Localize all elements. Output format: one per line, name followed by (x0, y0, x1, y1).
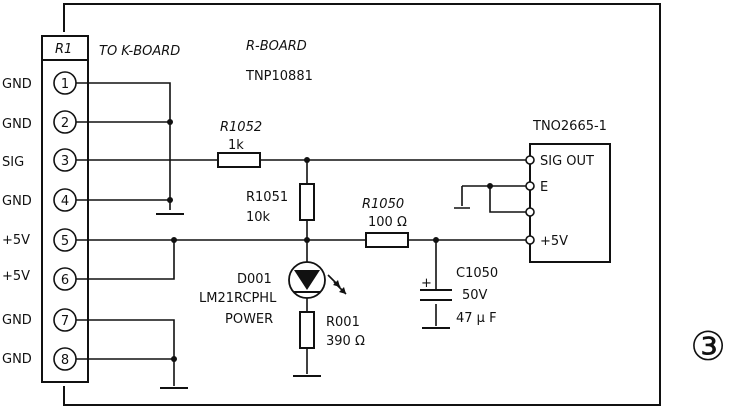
r1052-value: 1k (228, 138, 244, 153)
connector-r1-body (41, 59, 89, 383)
r1052-ref: R1052 (220, 120, 262, 135)
pin-4: 4 (53, 188, 77, 212)
d001-ref: D001 (237, 272, 272, 287)
r1051-value: 10k (246, 210, 271, 225)
wire-gnd-top (76, 82, 171, 210)
module-pin-sig (525, 155, 535, 165)
pin-3-number: 3 (61, 154, 69, 169)
c1050-ref: C1050 (456, 266, 498, 281)
pin-5-label: +5V (2, 233, 30, 248)
pin-5-number: 5 (61, 234, 69, 249)
r1050-value: 100 Ω (368, 215, 407, 230)
board-outline (63, 3, 661, 406)
board-part-number: TNP10881 (245, 69, 313, 84)
pin-1-label: GND (2, 77, 32, 92)
pin-6: 6 (53, 267, 77, 291)
pin-5: 5 (53, 228, 77, 252)
pin-2-number: 2 (61, 116, 69, 131)
junction-module-e (487, 183, 493, 189)
pin-1: 1 (53, 71, 77, 95)
resistor-r1051 (299, 183, 315, 221)
connector-ref: R1 (55, 42, 72, 57)
connector-note: TO K-BOARD (99, 44, 180, 59)
junction-pin4 (167, 197, 173, 203)
pin-8: 8 (53, 347, 77, 371)
pin-2: 2 (53, 110, 77, 134)
module-pin-5v-label: +5V (540, 234, 568, 249)
wire-gnd-bottom (76, 319, 175, 386)
board-name: R-BOARD (246, 39, 307, 54)
r001-ref: R001 (326, 315, 360, 330)
wire-pin6 (76, 240, 175, 280)
junction-pin8 (171, 356, 177, 362)
r1050-ref: R1050 (362, 197, 404, 212)
r001-value: 390 Ω (326, 334, 365, 349)
module-tno2665-body (529, 143, 611, 263)
module-pin-e (525, 181, 535, 191)
wire-led (306, 240, 308, 312)
pin-3: 3 (53, 148, 77, 172)
module-pin-e-label: E (540, 180, 548, 195)
c1050-polarity: + (421, 276, 432, 291)
pin-6-label: +5V (2, 269, 30, 284)
resistor-r001 (299, 311, 315, 349)
pin-4-number: 4 (61, 194, 69, 209)
module-pin-5v (525, 235, 535, 245)
led-arrowheads (333, 280, 346, 294)
resistor-r1052 (217, 152, 261, 168)
pin-7-number: 7 (61, 314, 69, 329)
junction-pin2 (167, 119, 173, 125)
led-d001-triangle (294, 270, 320, 290)
module-pin-sig-label: SIG OUT (540, 154, 594, 169)
pin-7: 7 (53, 308, 77, 332)
module-pin-gnd (525, 207, 535, 217)
pin-2-label: GND (2, 117, 32, 132)
d001-function: POWER (225, 312, 273, 327)
c1050-voltage: 50V (462, 288, 488, 303)
pin-6-number: 6 (61, 273, 69, 288)
d001-part: LM21RCPHL (199, 291, 277, 306)
pin-8-number: 8 (61, 353, 69, 368)
resistor-r1050 (365, 232, 409, 248)
pin-4-label: GND (2, 194, 32, 209)
pin-8-label: GND (2, 352, 32, 367)
pin-7-label: GND (2, 313, 32, 328)
wire-module-gnd (454, 185, 526, 213)
c1050-capacitance: 47 μ F (456, 311, 497, 326)
pin-3-label: SIG (2, 155, 24, 170)
r1051-ref: R1051 (246, 190, 288, 205)
pin-1-number: 1 (61, 77, 69, 92)
module-ref: TNO2665-1 (532, 119, 607, 134)
figure-number: ③ (690, 324, 726, 370)
